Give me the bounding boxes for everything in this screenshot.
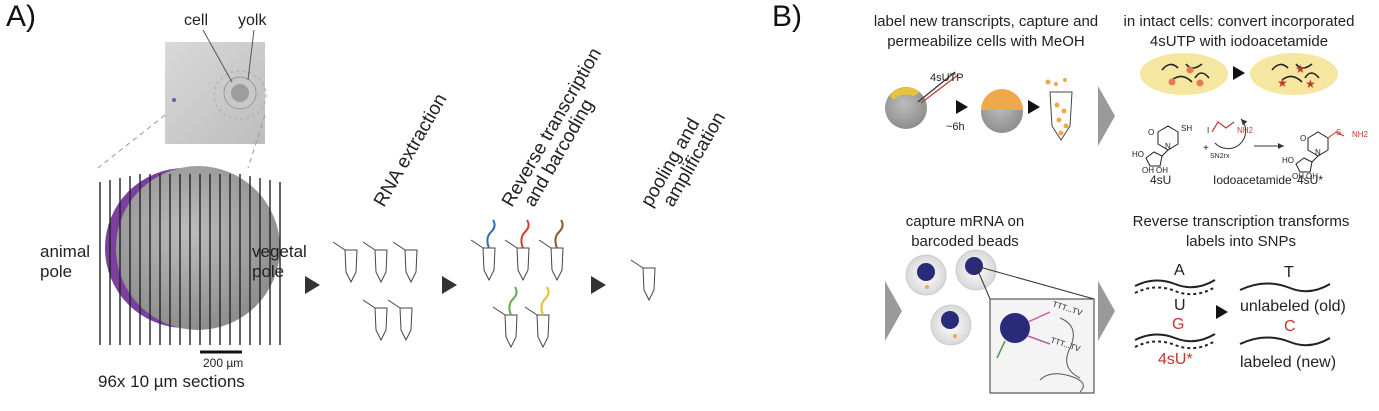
snp-new-caption: labeled (new) — [1240, 354, 1337, 371]
embryo-photo — [165, 29, 267, 144]
vegetal-pole-label: vegetal pole — [252, 242, 307, 281]
iodo-structure — [1211, 121, 1235, 133]
snp-new — [1134, 333, 1331, 350]
chevron-b3 — [1098, 281, 1115, 341]
chem-oh-2a: OH — [1292, 172, 1304, 181]
chevron-b2 — [885, 281, 902, 341]
step1-title: label new transcripts, capture and perme… — [873, 13, 1099, 50]
chem-oh-2b: OH — [1306, 172, 1318, 181]
chem-n-1: N — [1165, 142, 1171, 151]
chem-o-2: O — [1300, 134, 1307, 143]
snp-new-template: G — [1172, 316, 1185, 333]
chem-sn2: SN2rx — [1210, 153, 1230, 160]
svg-text:★: ★ — [1277, 76, 1288, 90]
panel-a-label: A) — [6, 0, 36, 33]
chem-4su-star-label: 4sU* — [1297, 173, 1324, 187]
scale-bar-label: 200 µm — [203, 356, 244, 370]
snp-old-caption: unlabeled (old) — [1240, 298, 1346, 315]
snp-new-rna: 4sU* — [1158, 351, 1193, 368]
chem-o-1: O — [1148, 128, 1155, 137]
arrow-a2 — [442, 276, 457, 294]
chem-4su-star — [1295, 131, 1345, 173]
chem-ho-2: HO — [1282, 156, 1294, 165]
tube-pooled — [630, 259, 656, 302]
svg-text:★: ★ — [1305, 77, 1316, 91]
labeling-embryo — [885, 71, 959, 129]
arrow-a1 — [305, 276, 320, 294]
chem-sh: SH — [1181, 124, 1193, 133]
chem-4su — [1145, 125, 1179, 167]
reagent-4sutp: 4sUTP — [930, 72, 964, 84]
cell-label: cell — [184, 12, 209, 29]
panel-b-label: B) — [772, 0, 802, 33]
chem-ho-1: HO — [1132, 150, 1144, 159]
chem-n-2: N — [1315, 148, 1321, 157]
bead-zoom — [989, 298, 1095, 394]
beads — [905, 249, 997, 346]
chem-i: I — [1207, 126, 1210, 135]
snp-old-template: A — [1174, 262, 1185, 279]
svg-text:★: ★ — [1295, 62, 1306, 76]
snp-old-rna: U — [1174, 297, 1186, 314]
labeled-embryo — [981, 89, 1023, 133]
cell-converted: ★ ★ ★ — [1250, 53, 1338, 95]
chem-plus: + — [1203, 143, 1209, 154]
chem-oh-1a: OH — [1142, 166, 1154, 175]
step3-title: capture mRNA on barcoded beads — [905, 213, 1025, 250]
snp-new-result: C — [1284, 318, 1296, 335]
time-label: ~6h — [946, 121, 965, 133]
animal-pole-label: animal pole — [40, 242, 91, 281]
embryo-sectioned — [99, 166, 281, 354]
tubes-rna — [332, 241, 418, 342]
yolk-label: yolk — [238, 12, 267, 29]
tubes-barcoded — [470, 219, 564, 349]
chem-iodo-label: Iodoacetamide — [1213, 173, 1292, 187]
snp-old — [1134, 279, 1331, 296]
arrow-a3 — [591, 276, 606, 294]
cell-unconverted — [1140, 53, 1228, 95]
chem-s: S — [1336, 128, 1342, 137]
sections-caption: 96x 10 µm sections — [98, 372, 245, 391]
chevron-b1 — [1098, 86, 1115, 146]
chem-4su-label: 4sU — [1150, 173, 1172, 187]
meoh-tube — [1045, 78, 1073, 141]
snp-old-result: T — [1284, 264, 1294, 281]
chem-nh2-2: NH2 — [1352, 130, 1369, 139]
step2-title: in intact cells: convert incorporated 4s… — [1123, 13, 1355, 50]
chem-nh2-1: NH2 — [1237, 126, 1254, 135]
chem-oh-1b: OH — [1156, 166, 1168, 175]
step4-title: Reverse transcription transforms labels … — [1132, 213, 1350, 250]
